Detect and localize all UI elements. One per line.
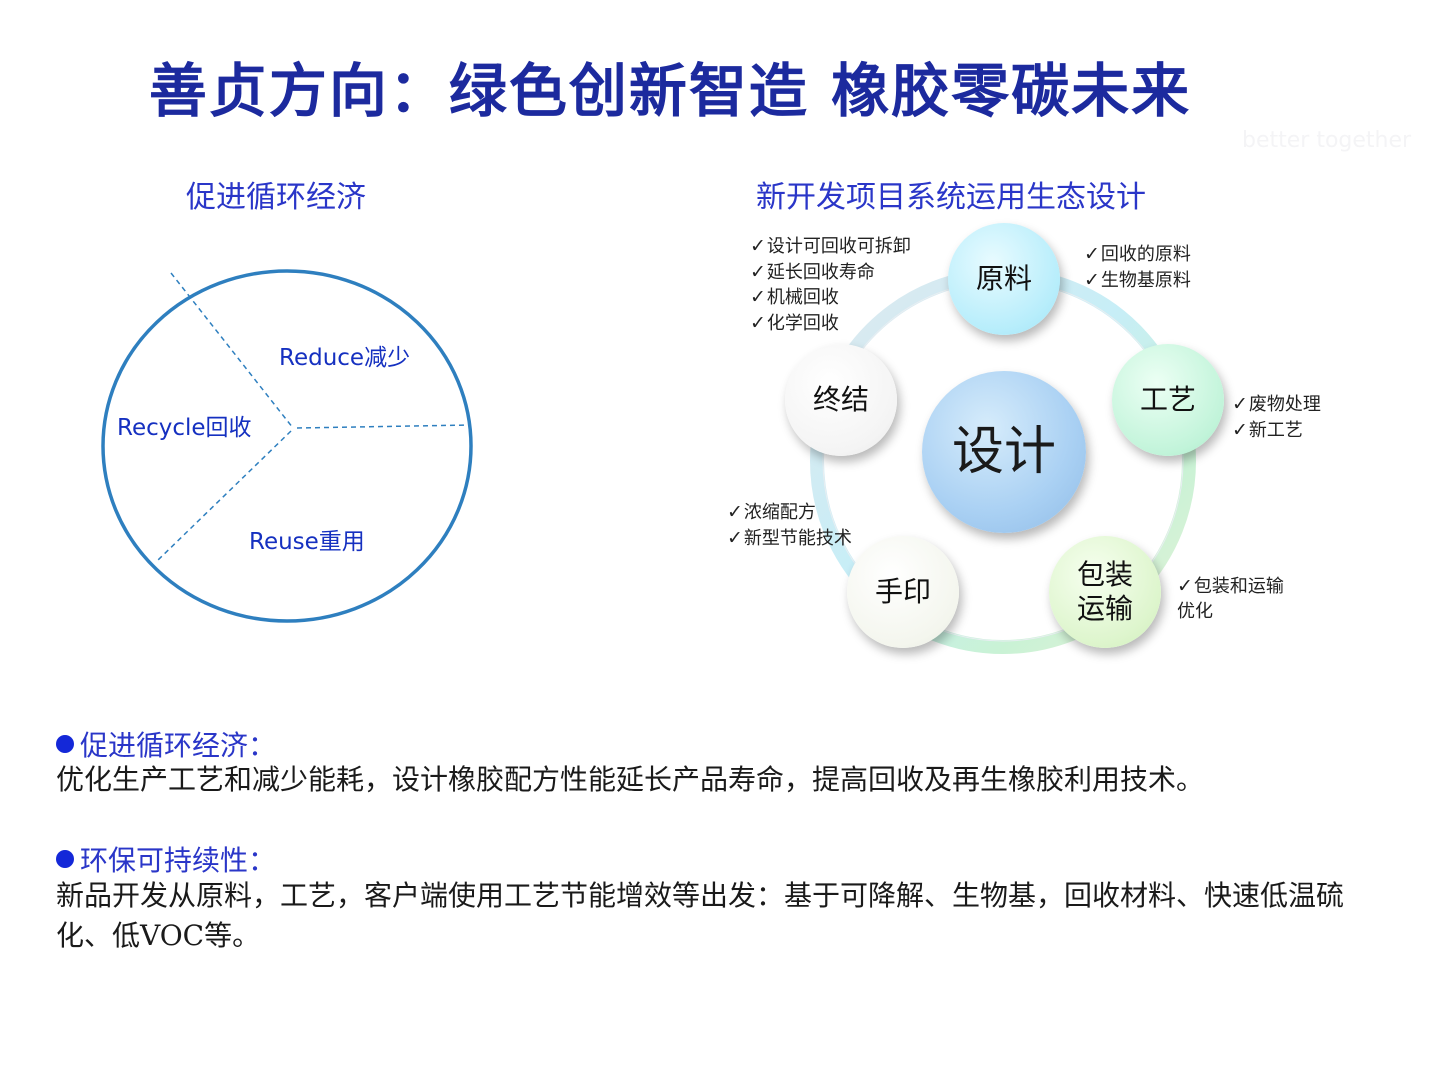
list-item: 机械回收 bbox=[766, 287, 839, 308]
check-icon: ✓ bbox=[1084, 268, 1100, 291]
divider-reuse-recycle bbox=[156, 430, 292, 562]
handprint-checklist: ✓浓缩配方 ✓新型节能技术 bbox=[727, 500, 852, 551]
reuse-label: Reuse重用 bbox=[249, 529, 365, 555]
process-node: 工艺 bbox=[1112, 344, 1224, 456]
end-of-life-checklist: ✓设计可回收可拆卸 ✓延长回收寿命 ✓机械回收 ✓化学回收 bbox=[750, 234, 911, 336]
section-circular-heading: 促进循环经济： bbox=[56, 724, 276, 764]
raw-material-node: 原料 bbox=[948, 223, 1060, 335]
handprint-node: 手印 bbox=[847, 536, 959, 648]
list-item: 浓缩配方 bbox=[743, 502, 816, 523]
check-icon: ✓ bbox=[1177, 575, 1193, 597]
bullet-icon bbox=[56, 850, 74, 868]
list-item: 新型节能技术 bbox=[743, 527, 852, 549]
list-item: 回收的原料 bbox=[1100, 244, 1191, 265]
process-label: 工艺 bbox=[1139, 383, 1196, 417]
list-item: 设计可回收可拆卸 bbox=[766, 236, 911, 257]
section-sustainability-body: 新品开发从原料，工艺，客户端使用工艺节能增效等出发：基于可降解、生物基，回收材料… bbox=[56, 879, 1345, 952]
check-icon: ✓ bbox=[1232, 393, 1248, 415]
section-heading-text: 环保可持续性： bbox=[80, 844, 277, 877]
check-icon: ✓ bbox=[750, 286, 766, 308]
circular-economy-title: 促进循环经济 bbox=[186, 180, 366, 215]
end-of-life-label: 终结 bbox=[812, 383, 869, 417]
design-center-label: 设计 bbox=[951, 421, 1056, 482]
packaging-label: 包装 bbox=[1076, 558, 1133, 592]
handprint-label: 手印 bbox=[874, 575, 931, 609]
check-icon: ✓ bbox=[750, 260, 766, 283]
end-of-life-node: 终结 bbox=[785, 344, 897, 456]
check-icon: ✓ bbox=[727, 526, 743, 549]
divider-recycle-reduce bbox=[170, 272, 294, 429]
watermark: better together bbox=[1242, 128, 1412, 153]
check-icon: ✓ bbox=[1232, 418, 1248, 441]
eco-design-title: 新开发项目系统运用生态设计 bbox=[756, 180, 1146, 215]
check-icon: ✓ bbox=[727, 501, 743, 523]
circular-economy-circle bbox=[101, 269, 473, 623]
check-icon: ✓ bbox=[750, 235, 766, 257]
list-item: 包装和运输 bbox=[1193, 576, 1284, 597]
packaging-checklist: ✓包装和运输 优化 bbox=[1177, 574, 1284, 624]
raw-material-label: 原料 bbox=[975, 262, 1032, 296]
check-icon: ✓ bbox=[750, 311, 766, 334]
recycle-label: Recycle回收 bbox=[117, 415, 252, 441]
list-item: 优化 bbox=[1177, 600, 1213, 622]
design-center-node: 设计 bbox=[922, 371, 1086, 533]
divider-reduce-reuse bbox=[296, 424, 471, 429]
list-item: 延长回收寿命 bbox=[766, 261, 875, 283]
reduce-label: Reduce减少 bbox=[279, 345, 411, 371]
raw-material-checklist: ✓回收的原料 ✓生物基原料 bbox=[1084, 242, 1191, 293]
section-sustainability-heading: 环保可持续性： bbox=[56, 839, 276, 879]
list-item: 化学回收 bbox=[766, 312, 839, 334]
list-item: 新工艺 bbox=[1248, 419, 1303, 441]
check-icon: ✓ bbox=[1084, 243, 1100, 265]
section-circular-body: 优化生产工艺和减少能耗，设计橡胶配方性能延长产品寿命，提高回收及再生橡胶利用技术… bbox=[56, 763, 1205, 796]
list-item: 废物处理 bbox=[1248, 394, 1321, 415]
transport-label: 运输 bbox=[1076, 592, 1133, 625]
bullet-icon bbox=[56, 735, 74, 753]
page-title: 善贞方向：绿色创新智造 橡胶零碳未来 bbox=[148, 57, 1192, 125]
packaging-node: 包装运输 bbox=[1049, 536, 1161, 648]
list-item: 生物基原料 bbox=[1100, 269, 1191, 291]
process-checklist: ✓废物处理 ✓新工艺 bbox=[1232, 392, 1321, 443]
section-heading-text: 促进循环经济： bbox=[80, 729, 277, 762]
